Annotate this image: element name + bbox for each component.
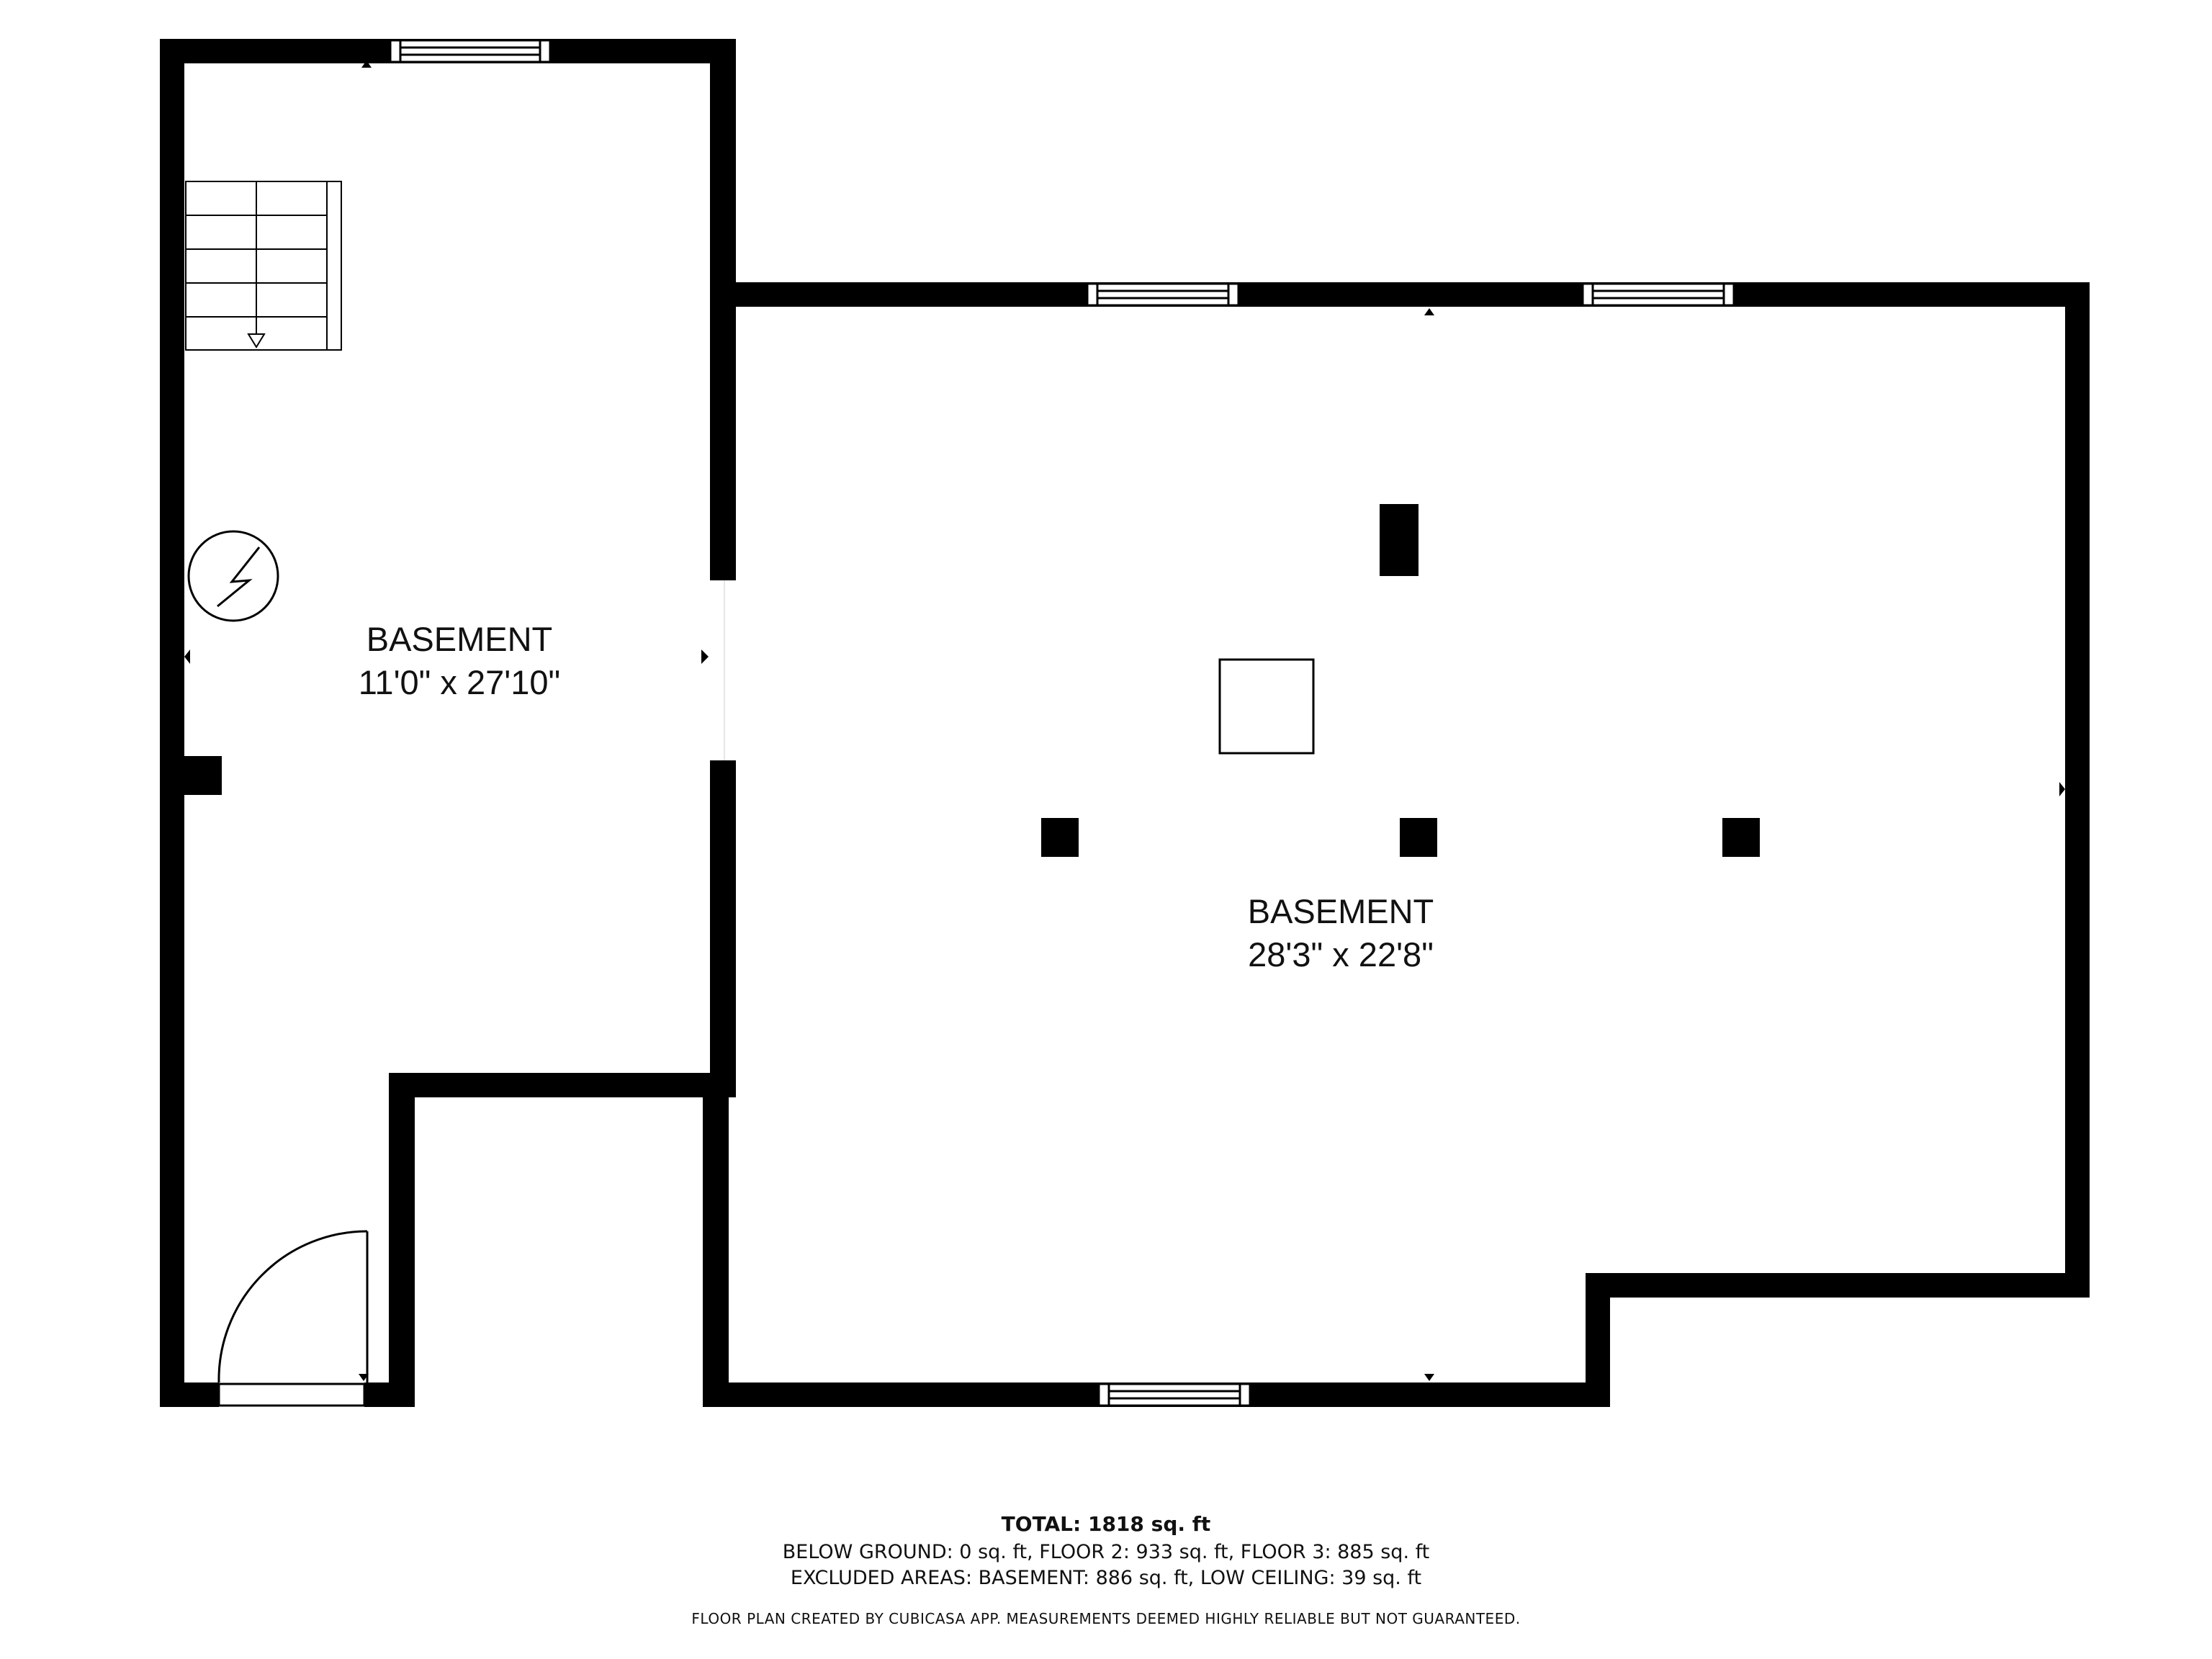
column <box>1380 504 1419 576</box>
wall-left-room-bottom-left <box>160 1382 219 1407</box>
electrical-panel-icon <box>187 530 279 622</box>
wall-corridor-left <box>389 1073 415 1407</box>
total-label: TOTAL: <box>1001 1512 1082 1536</box>
columns <box>1041 504 1760 857</box>
marker-arrow-icon <box>1424 1374 1434 1381</box>
window-right-room-top-1 <box>1086 282 1240 307</box>
marker-arrow-icon <box>1424 308 1434 315</box>
total-area: TOTAL: 1818 sq. ft <box>0 1512 2212 1536</box>
column <box>1400 818 1437 857</box>
marker-arrow-icon <box>2059 782 2065 796</box>
room-dimensions-right: 28'3" x 22'8" <box>1248 935 1434 974</box>
windows <box>389 39 1735 1407</box>
marker-arrow-icon <box>730 782 736 796</box>
marker-arrow-icon <box>361 60 372 68</box>
excluded-areas: EXCLUDED AREAS: BASEMENT: 886 sq. ft, LO… <box>790 1567 1422 1589</box>
disclaimer: FLOOR PLAN CREATED BY CUBICASA APP. MEAS… <box>691 1610 1521 1627</box>
wall-right-room-notch-top <box>1586 1273 2090 1298</box>
entry-door <box>217 1230 369 1407</box>
door-swing-arc <box>217 1230 368 1383</box>
wall-corridor-top <box>389 1073 713 1097</box>
window-right-room-bottom <box>1097 1382 1251 1407</box>
wall-right-room-top <box>710 282 2090 307</box>
stairs-direction-arrow-icon <box>247 333 266 349</box>
walls <box>160 39 2090 1407</box>
marker-arrow-icon <box>701 649 709 664</box>
room-name-right: BASEMENT <box>1248 892 1434 930</box>
wall-left-room-left <box>160 39 184 1407</box>
floor-areas: BELOW GROUND: 0 sq. ft, FLOOR 2: 933 sq.… <box>782 1541 1430 1563</box>
column <box>1041 818 1079 857</box>
dimension-markers <box>184 60 2065 1381</box>
wall-divider-upper <box>710 39 736 580</box>
door-threshold <box>217 1382 366 1407</box>
column <box>1722 818 1760 857</box>
opening-between-rooms <box>710 580 736 760</box>
stairs <box>185 181 342 351</box>
marker-arrow-icon <box>359 1374 369 1381</box>
total-value: 1818 sq. ft <box>1087 1512 1211 1536</box>
marker-arrow-icon <box>184 649 190 664</box>
wall-stub <box>184 756 222 795</box>
square-fixture <box>1218 658 1315 755</box>
wall-divider-lower <box>710 760 736 1097</box>
wall-right-room-right <box>2065 282 2090 1298</box>
room-dimensions-left: 11'0" x 27'10" <box>359 663 560 701</box>
window-left-room-top <box>389 39 552 63</box>
wall-right-room-left-lower <box>703 1080 729 1407</box>
room-name-left: BASEMENT <box>367 620 553 658</box>
window-right-room-top-2 <box>1581 282 1735 307</box>
